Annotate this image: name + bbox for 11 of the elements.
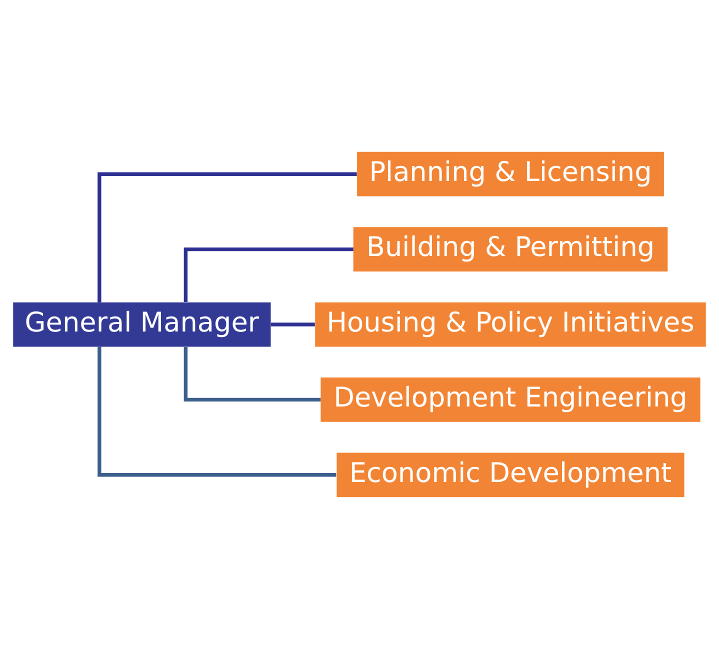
node-box: Housing & Policy Initiatives bbox=[315, 302, 706, 347]
node-box: Development Engineering bbox=[320, 378, 700, 422]
connector bbox=[98, 172, 357, 302]
connector bbox=[184, 347, 321, 402]
node-box: Building & Permitting bbox=[353, 227, 668, 272]
node-box: Planning & Licensing bbox=[357, 152, 664, 196]
connector bbox=[270, 322, 315, 326]
connector bbox=[184, 247, 354, 302]
node-box: Economic Development bbox=[336, 452, 684, 498]
connector bbox=[98, 346, 336, 477]
node-box: General Manager bbox=[13, 302, 271, 347]
